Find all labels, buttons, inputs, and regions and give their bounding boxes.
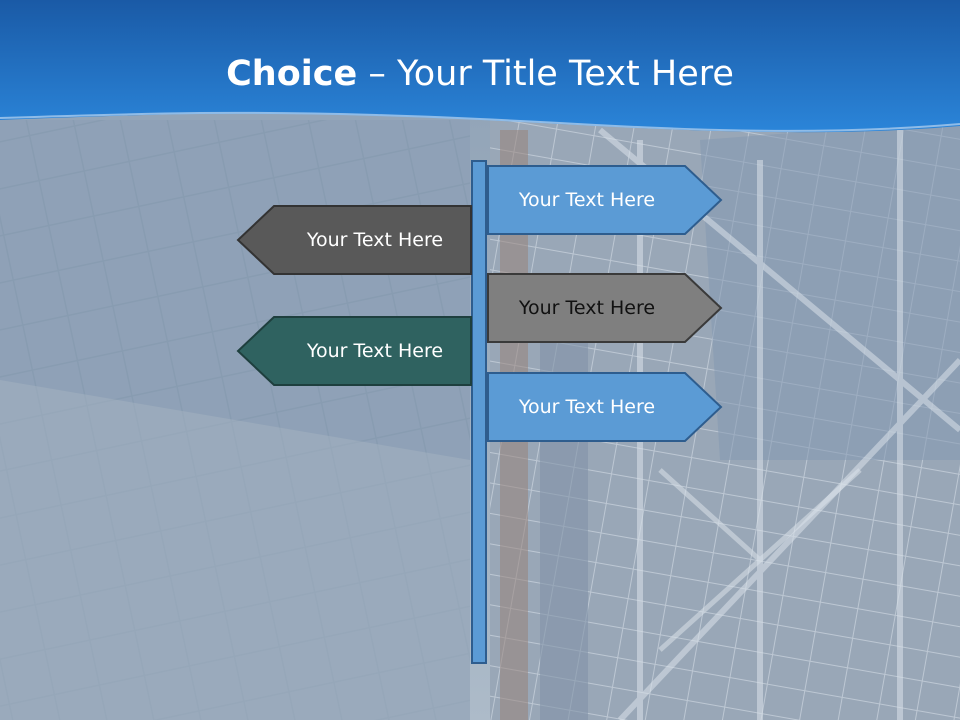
title-bold-word: Choice [226, 54, 358, 94]
signpost-arrow-1[interactable]: Your Text Here [487, 165, 727, 237]
arrow-left-icon [236, 205, 472, 275]
signpost-arrow-3[interactable]: Your Text Here [487, 273, 727, 345]
signpost-arrow-5[interactable]: Your Text Here [487, 372, 727, 444]
title-text: – Your Title Text Here [357, 54, 734, 94]
sign-label: Your Text Here [306, 340, 444, 362]
arrow-left-icon [236, 316, 472, 386]
arrow-right-icon [487, 273, 723, 343]
sign-label: Your Text Here [518, 297, 656, 319]
sign-label: Your Text Here [518, 189, 656, 211]
sign-label: Your Text Here [518, 396, 656, 418]
arrow-right-icon [487, 372, 723, 442]
slide-title: Choice – Your Title Text Here [0, 52, 960, 96]
signpost-pole [471, 160, 487, 664]
signpost-arrow-4[interactable]: Your Text Here [235, 316, 475, 388]
sign-label: Your Text Here [306, 229, 444, 251]
arrow-right-icon [487, 165, 723, 235]
signpost-arrow-2[interactable]: Your Text Here [235, 205, 475, 277]
